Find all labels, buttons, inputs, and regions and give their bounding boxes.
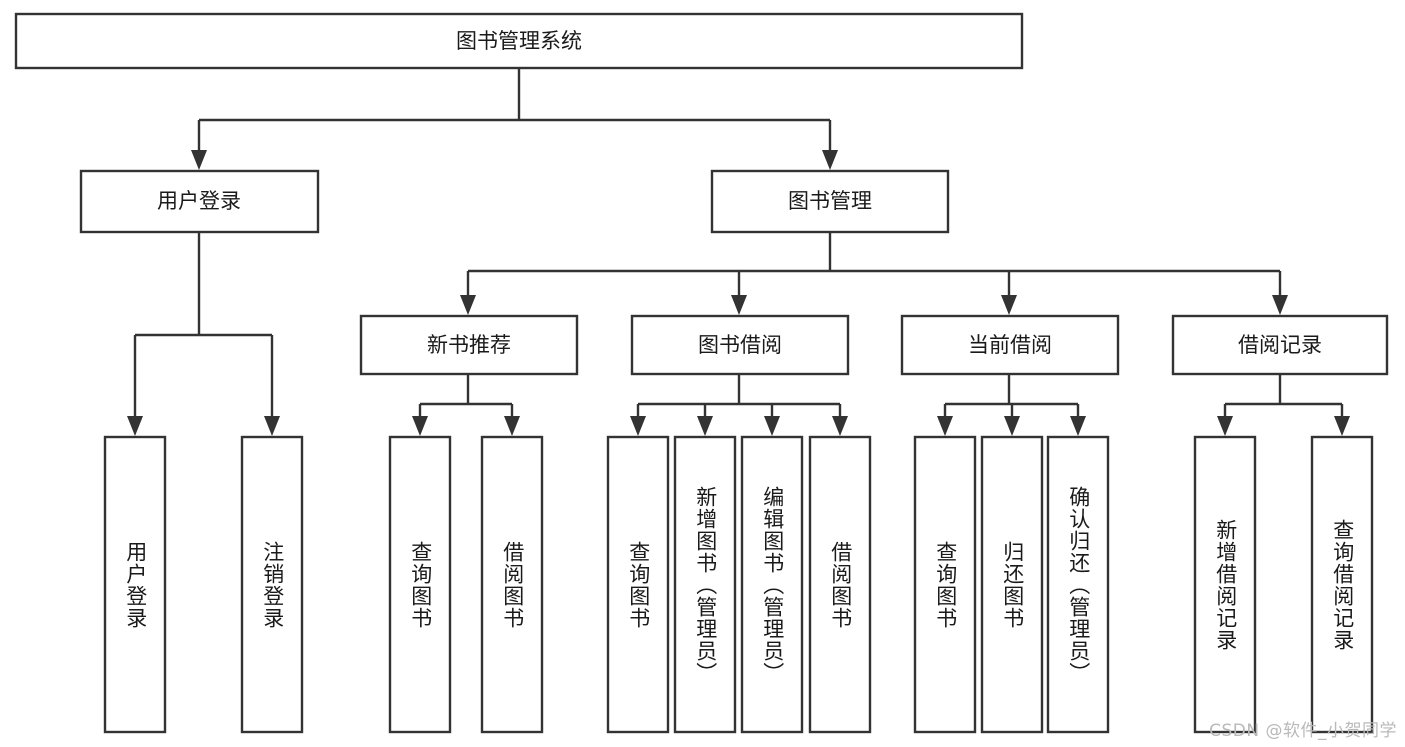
node-new-book-recommend-label: 新书推荐	[427, 333, 511, 357]
leaf-borrow-book-2-label: 借阅图书	[828, 540, 853, 629]
edge-layer	[127, 68, 1350, 436]
leaf-add-record-label: 新增借阅记录	[1213, 518, 1238, 651]
leaf-query-book-1-box[interactable]	[388, 435, 452, 734]
arrow-to-leaf-query-book-2	[630, 416, 646, 436]
leaf-confirm-return-box[interactable]	[1046, 435, 1110, 734]
node-borrow-record-label: 借阅记录	[1238, 333, 1322, 357]
node-borrow-record[interactable]: 借阅记录	[1171, 314, 1389, 376]
arrow-to-leaf-user-logout	[264, 416, 280, 436]
leaf-borrow-book-1-label: 借阅图书	[500, 540, 525, 629]
arrow-to-current-borrow	[1001, 295, 1017, 315]
node-user-login-label: 用户登录	[157, 189, 241, 213]
leaf-query-book-3-label: 查询图书	[933, 540, 958, 629]
leaf-confirm-return[interactable]: 确认归还（管理员）	[1048, 437, 1108, 732]
arrow-to-leaf-query-record	[1334, 416, 1350, 436]
node-book-borrow[interactable]: 图书借阅	[630, 314, 850, 376]
leaf-query-book-1-label: 查询图书	[408, 540, 433, 629]
node-new-book-recommend[interactable]: 新书推荐	[359, 314, 579, 376]
leaf-borrow-book-2-box[interactable]	[808, 435, 872, 734]
leaf-query-record[interactable]: 查询借阅记录	[1312, 437, 1372, 732]
arrow-to-leaf-confirm-return	[1070, 416, 1086, 436]
node-layer: 图书管理系统 用户登录 图书管理 新书推荐 图书借阅 当前借阅	[14, 12, 1389, 376]
arrow-to-book-borrow	[731, 295, 747, 315]
node-book-borrow-label: 图书借阅	[698, 333, 782, 357]
leaf-query-record-label: 查询借阅记录	[1330, 518, 1355, 651]
arrow-to-new-book-recommend	[460, 295, 476, 315]
node-root-label: 图书管理系统	[456, 29, 582, 53]
node-user-login-box[interactable]	[79, 169, 320, 234]
leaf-add-book-box[interactable]	[673, 435, 737, 734]
leaf-user-login-label: 用户登录	[123, 540, 148, 629]
leaf-user-logout[interactable]: 注销登录	[242, 437, 302, 732]
arrow-to-leaf-return-book	[1004, 416, 1020, 436]
arrow-root-to-book-management	[822, 150, 838, 170]
leaf-edit-book[interactable]: 编辑图书（管理员）	[742, 437, 802, 732]
node-new-book-recommend-box[interactable]	[359, 314, 579, 376]
leaf-edit-book-box[interactable]	[740, 435, 804, 734]
node-book-management[interactable]: 图书管理	[710, 169, 950, 234]
node-borrow-record-box[interactable]	[1171, 314, 1389, 376]
leaf-query-book-1[interactable]: 查询图书	[390, 437, 450, 732]
leaf-query-book-2[interactable]: 查询图书	[608, 437, 668, 732]
leaf-add-record[interactable]: 新增借阅记录	[1195, 437, 1255, 732]
leaf-borrow-book-2[interactable]: 借阅图书	[810, 437, 870, 732]
leaf-query-book-3-box[interactable]	[913, 435, 977, 734]
leaf-user-logout-label: 注销登录	[260, 540, 285, 629]
node-current-borrow-box[interactable]	[900, 314, 1120, 376]
leaf-add-book[interactable]: 新增图书（管理员）	[675, 437, 735, 732]
leaf-borrow-book-1[interactable]: 借阅图书	[482, 437, 542, 732]
node-current-borrow[interactable]: 当前借阅	[900, 314, 1120, 376]
node-book-management-box[interactable]	[710, 169, 950, 234]
leaf-edit-book-label: 编辑图书（管理员）	[760, 485, 785, 684]
node-current-borrow-label: 当前借阅	[968, 333, 1052, 357]
leaf-user-login-box[interactable]	[103, 435, 167, 734]
arrow-to-leaf-borrow-book-2	[832, 416, 848, 436]
node-user-login[interactable]: 用户登录	[79, 169, 320, 234]
leaf-user-logout-box[interactable]	[240, 435, 304, 734]
arrow-to-leaf-add-book	[697, 416, 713, 436]
leaf-query-book-3[interactable]: 查询图书	[915, 437, 975, 732]
node-root[interactable]: 图书管理系统	[14, 12, 1024, 70]
leaf-query-book-2-box[interactable]	[606, 435, 670, 734]
leaf-confirm-return-label: 确认归还（管理员）	[1066, 485, 1091, 684]
arrow-to-leaf-query-book-3	[937, 416, 953, 436]
csdn-watermark: CSDN @软件_小贺同学	[1209, 721, 1397, 741]
leaf-return-book[interactable]: 归还图书	[982, 437, 1042, 732]
leaf-box-layer	[103, 435, 1374, 734]
leaf-query-book-2-label: 查询图书	[626, 540, 651, 629]
arrow-root-to-user-login	[191, 150, 207, 170]
leaf-add-book-label: 新增图书（管理员）	[693, 485, 718, 684]
leaf-return-book-label: 归还图书	[1000, 540, 1025, 629]
arrow-to-borrow-record	[1272, 295, 1288, 315]
node-book-borrow-box[interactable]	[630, 314, 850, 376]
leaf-add-record-box[interactable]	[1193, 435, 1257, 734]
leaf-return-book-box[interactable]	[980, 435, 1044, 734]
node-root-box[interactable]	[14, 12, 1024, 70]
arrow-to-leaf-borrow-book-1	[504, 416, 520, 436]
arrow-to-leaf-add-record	[1217, 416, 1233, 436]
arrow-to-leaf-user-login	[127, 416, 143, 436]
leaf-query-record-box[interactable]	[1310, 435, 1374, 734]
node-book-management-label: 图书管理	[788, 189, 872, 213]
arrow-to-leaf-edit-book	[764, 416, 780, 436]
leaf-borrow-book-1-box[interactable]	[480, 435, 544, 734]
leaf-user-login[interactable]: 用户登录	[105, 437, 165, 732]
arrow-to-leaf-query-book-1	[412, 416, 428, 436]
